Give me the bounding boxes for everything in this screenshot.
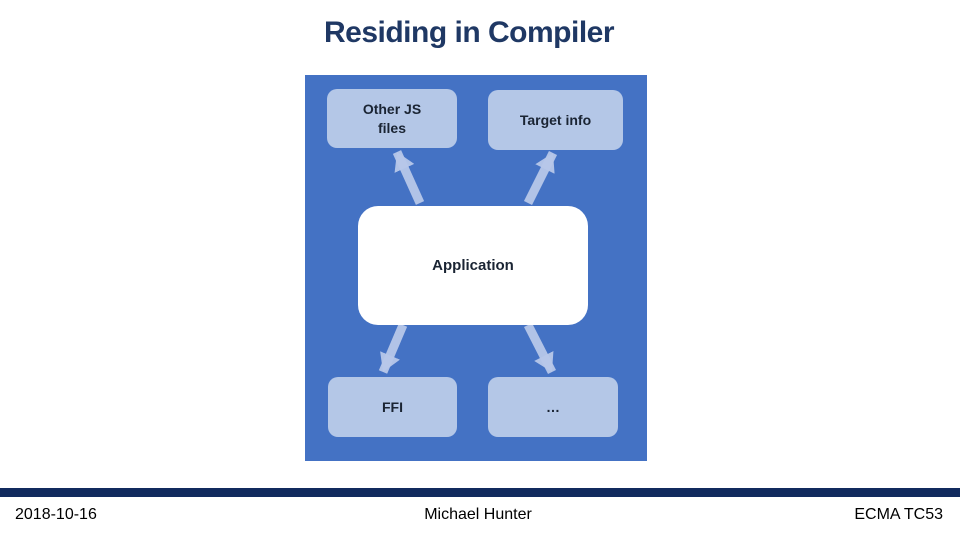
node-label: Other JS files: [362, 101, 422, 136]
node-application: Application: [358, 206, 588, 325]
node-ellipsis: …: [488, 377, 618, 437]
footer-date: 2018-10-16: [15, 506, 97, 523]
footer-organization: ECMA TC53: [854, 506, 943, 523]
node-label: FFI: [382, 398, 403, 415]
node-target-info: Target info: [488, 90, 623, 150]
node-label: …: [546, 398, 560, 415]
node-label: Application: [432, 256, 514, 274]
node-ffi: FFI: [328, 377, 457, 437]
arrow-to-target-info: [523, 150, 558, 206]
node-other-js-files: Other JS files: [327, 89, 457, 148]
arrow-to-ffi: [378, 323, 408, 374]
footer-author: Michael Hunter: [424, 506, 532, 523]
slide-title: Residing in Compiler: [323, 16, 615, 49]
flow-arrows: [378, 150, 558, 375]
footer-divider-bar: [0, 488, 960, 497]
diagram-panel: Other JS files Target info Application F…: [305, 75, 647, 461]
arrow-to-ellipsis: [523, 322, 557, 375]
arrow-to-other-js: [392, 150, 425, 205]
node-label: Target info: [519, 111, 592, 128]
